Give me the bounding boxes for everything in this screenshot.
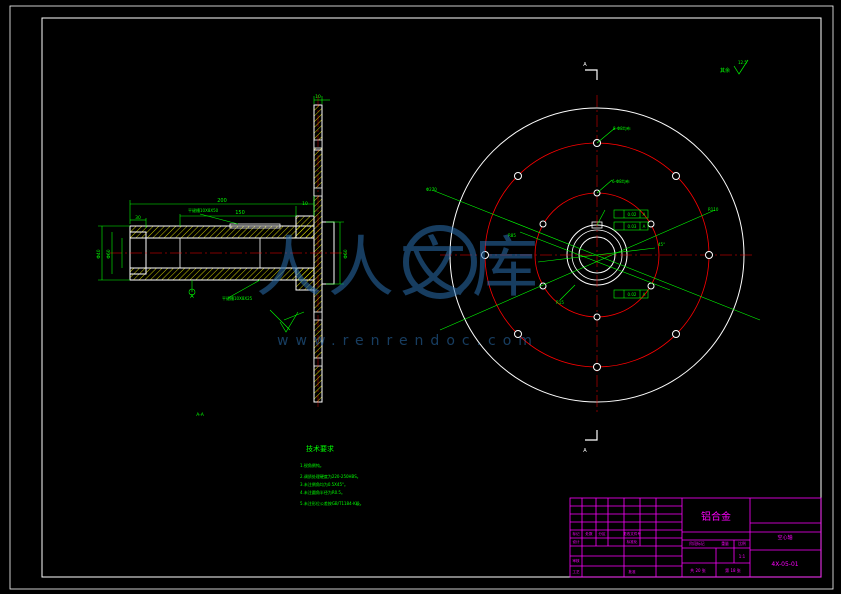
- scale-label: 比例: [738, 541, 746, 546]
- dim-length-small: 30: [135, 215, 141, 221]
- svg-text:12.5: 12.5: [738, 60, 747, 65]
- outer-border: [9, 5, 834, 590]
- watermark-url: www.renrendoc.com: [277, 333, 539, 349]
- weight-label: 重量: [721, 541, 729, 546]
- keyway-note-upper: 平键槽10X8X50: [188, 207, 219, 213]
- part-name: 空心轴: [777, 534, 792, 541]
- dim-r3: R110: [708, 207, 719, 212]
- gdt-frame-1: 0.02 A: [613, 209, 649, 219]
- dim-flange-dia: Φ270: [426, 187, 437, 192]
- sheet-total: 共 20 张: [690, 567, 706, 573]
- approve-label: 批准: [628, 569, 636, 574]
- keyway: [229, 223, 281, 229]
- watermark-logo-icon: [403, 225, 477, 299]
- technical-requirements: 技术要求 1.锐角倒钝。 2.调质处理硬度为220-250HBS。 3.未注倒角…: [300, 444, 364, 506]
- scale-value: 1:1: [739, 554, 746, 559]
- svg-text:A: A: [643, 224, 646, 229]
- gdt-frame-2: 0.03 A: [613, 221, 649, 231]
- material-label: 铝合金: [701, 510, 731, 523]
- standardization-label: 标准化: [627, 539, 638, 544]
- stage-mark-label: 阶段标记: [689, 541, 704, 546]
- process-label: 工艺: [572, 569, 580, 574]
- datum-a-label: A: [190, 294, 194, 300]
- svg-text:0.03: 0.03: [628, 224, 637, 229]
- tech-req-item-2: 2.调质处理硬度为220-250HBS。: [300, 473, 361, 479]
- roughness-rest-symbol: 其余 12.5: [720, 59, 749, 75]
- title-block: [569, 497, 822, 578]
- dim-bore-left: Φ40: [96, 249, 102, 258]
- inner-bolt-holes: [539, 189, 655, 321]
- change-doc-label: 更改文件号: [623, 531, 641, 536]
- review-label: 审核: [572, 558, 580, 563]
- dim-length-mid: 150: [235, 210, 245, 216]
- zone-label: 分区: [598, 531, 606, 536]
- dim-angle: 45°: [658, 242, 665, 247]
- flange-front-view: 8-Φ8均布 6-Φ8均布 Φ270 R110 R85 R15 45° 0.02…: [426, 62, 761, 454]
- dim-pcd-inner: 6-Φ8均布: [612, 178, 630, 184]
- tech-req-title: 技术要求: [306, 444, 334, 453]
- svg-text:0.02: 0.02: [628, 212, 637, 217]
- gdt-frame-3: 0.02 A: [613, 289, 649, 299]
- dim-flange-thickness: 10: [315, 94, 321, 100]
- dim-r1: R15: [556, 300, 564, 305]
- shaft-section-view: 200 150 30 10 10 Φ40 Φ60 Φ60 平键槽10X8X50 …: [96, 94, 350, 418]
- watermark-text: 人人文库: [256, 229, 544, 306]
- dim-pcd-outer: 8-Φ8均布: [613, 125, 631, 131]
- dim-r2: R85: [508, 233, 516, 238]
- section-cut-bottom: [585, 430, 598, 441]
- design-label: 设计: [572, 539, 580, 544]
- section-cut-top: [585, 69, 598, 80]
- sheet-current: 第 18 张: [725, 567, 741, 573]
- section-mark-left: A-A: [196, 412, 205, 418]
- tech-req-item-1: 1.锐角倒钝。: [300, 462, 324, 468]
- dim-length-total: 200: [217, 198, 227, 204]
- dim-dia-outer: Φ60: [106, 249, 112, 258]
- tech-req-item-5: 5.未注形位公差按GB/T1184-K级。: [300, 500, 364, 506]
- quantity-label: 处数: [585, 531, 593, 536]
- mark-label: 标记: [572, 531, 580, 536]
- svg-text:0.02: 0.02: [628, 292, 637, 297]
- dim-shoulder: 10: [302, 201, 308, 207]
- keyway-note-lower: 平键槽10X8X25: [222, 295, 253, 301]
- dim-dia-hub: Φ60: [343, 249, 349, 258]
- watermark: 人人文库 www.renrendoc.com: [256, 225, 544, 349]
- section-label-top: A: [583, 62, 587, 68]
- flange-dimensions: [431, 127, 761, 331]
- inner-border: [41, 17, 822, 578]
- svg-text:A: A: [643, 212, 646, 217]
- svg-text:A: A: [643, 292, 646, 297]
- tech-req-item-4: 4.未注圆角半径为R0.5。: [300, 489, 345, 495]
- drawing-number: 4X-05-01: [771, 561, 798, 568]
- svg-text:其余: 其余: [720, 67, 730, 74]
- roughness-symbol-shaft: [279, 311, 299, 333]
- tech-req-item-3: 3.未注倒角均为0.5X45°。: [300, 481, 348, 487]
- shaft-dimensions: [98, 96, 344, 331]
- section-label-bottom: A: [583, 448, 587, 454]
